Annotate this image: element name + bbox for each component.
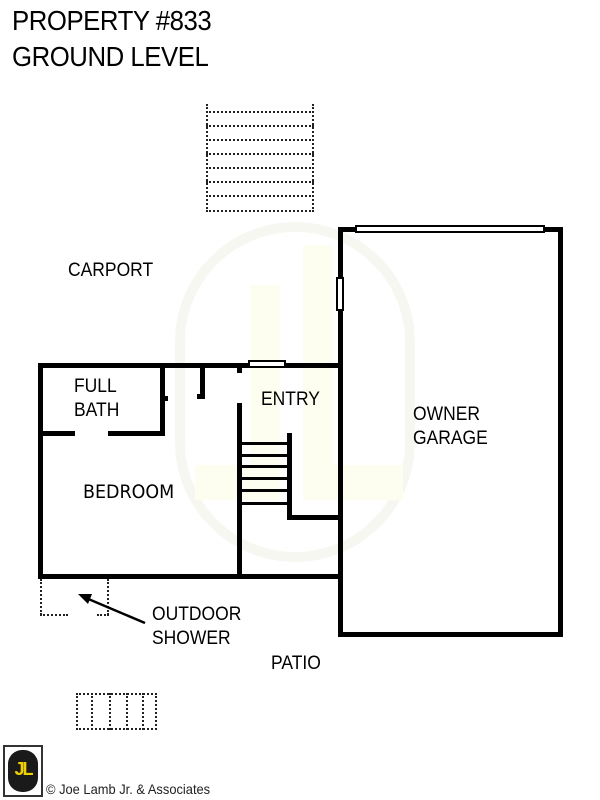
garage-side-window [336, 277, 344, 311]
watermark-bar [303, 465, 403, 500]
room-label-full-bath-line2: BATH [74, 400, 120, 421]
copyright-text: © Joe Lamb Jr. & Associates [46, 781, 211, 797]
company-logo: JL [3, 745, 43, 797]
garage-door [355, 225, 545, 233]
watermark-bar [303, 245, 333, 500]
room-label-carport: CARPORT [68, 260, 154, 281]
room-label-owner-garage-line2: GARAGE [413, 428, 488, 449]
plan-title-line2: GROUND LEVEL [12, 41, 209, 72]
room-label-entry: ENTRY [261, 389, 320, 410]
room-label-patio: PATIO [271, 653, 321, 674]
watermark-bar [250, 285, 280, 485]
logo-text: JL [14, 759, 33, 779]
plan-title-line1: PROPERTY #833 [12, 5, 212, 36]
label-outdoor-shower-line1: OUTDOOR [152, 604, 242, 625]
room-label-owner-garage-line1: OWNER [413, 404, 481, 425]
room-label-bedroom: BEDROOM [83, 481, 175, 503]
label-outdoor-shower-line2: SHOWER [152, 628, 231, 649]
entry-window [248, 360, 286, 368]
arrow-icon [78, 594, 146, 625]
watermark-logo [175, 222, 415, 562]
room-label-full-bath-line1: FULL [74, 376, 117, 397]
